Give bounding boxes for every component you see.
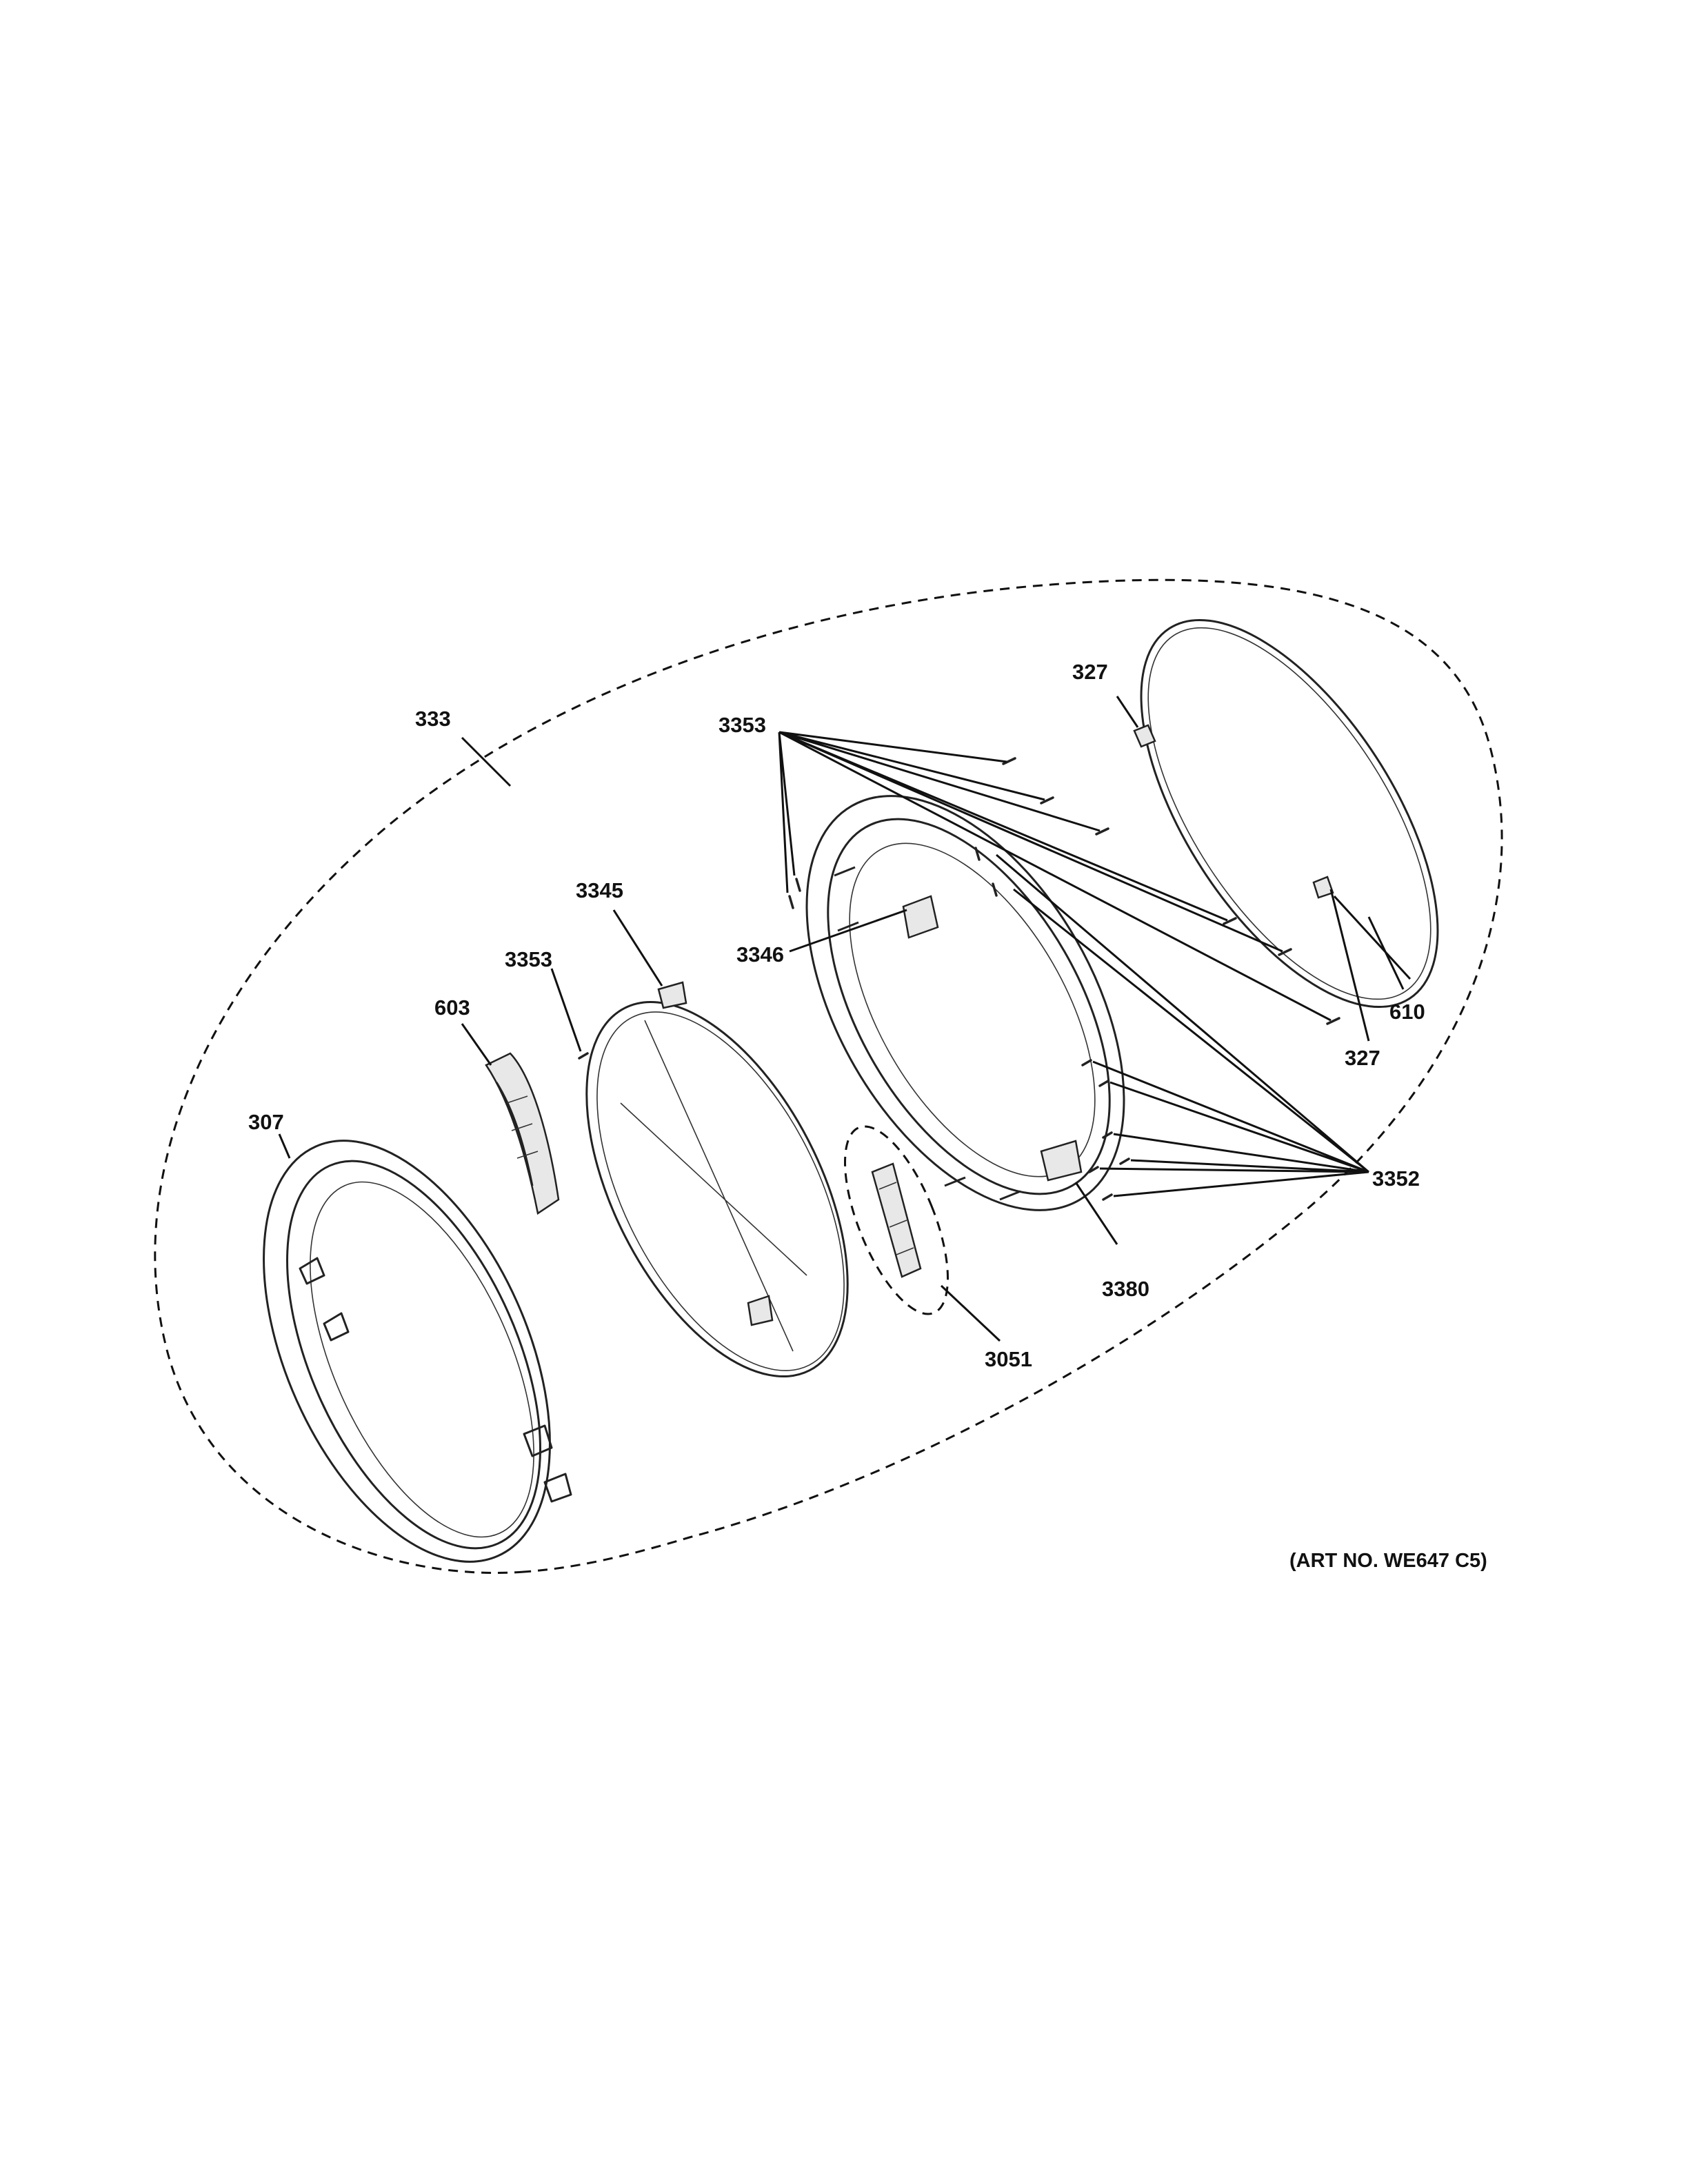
assembly-boundary-dashed bbox=[154, 578, 1503, 1575]
callout-307: 307 bbox=[248, 1110, 284, 1134]
callout-3353-left: 3353 bbox=[505, 947, 552, 971]
part-307-door-ring bbox=[263, 1140, 572, 1563]
screw-3353-left bbox=[578, 1052, 589, 1060]
callout-3380: 3380 bbox=[1102, 1277, 1149, 1301]
callout-327-right: 327 bbox=[1345, 1046, 1380, 1070]
callout-3345: 3345 bbox=[576, 878, 623, 902]
art-number: (ART NO. WE647 C5) bbox=[1289, 1550, 1487, 1572]
callout-3346: 3346 bbox=[736, 942, 784, 967]
callout-333: 333 bbox=[415, 707, 451, 731]
callout-327-top: 327 bbox=[1072, 660, 1108, 684]
screws-3352 bbox=[1081, 1059, 1130, 1201]
callout-3051: 3051 bbox=[985, 1347, 1032, 1371]
part-327-clip-right bbox=[1312, 876, 1334, 899]
part-603-handle bbox=[485, 1052, 560, 1215]
callout-610: 610 bbox=[1389, 1000, 1425, 1024]
part-327-clip-top bbox=[1133, 724, 1156, 748]
part-610-gasket bbox=[1140, 618, 1439, 1009]
screws-3353 bbox=[788, 757, 1340, 1025]
part-3051-hinge bbox=[843, 1125, 950, 1315]
part-3345-inner-glass-ring bbox=[585, 981, 849, 1378]
leader-lines bbox=[278, 696, 1411, 1342]
callout-3353-top: 3353 bbox=[719, 713, 766, 737]
callout-3352: 3352 bbox=[1372, 1166, 1420, 1191]
part-3380-inner-door-frame bbox=[805, 795, 1125, 1211]
callout-603: 603 bbox=[434, 995, 470, 1020]
